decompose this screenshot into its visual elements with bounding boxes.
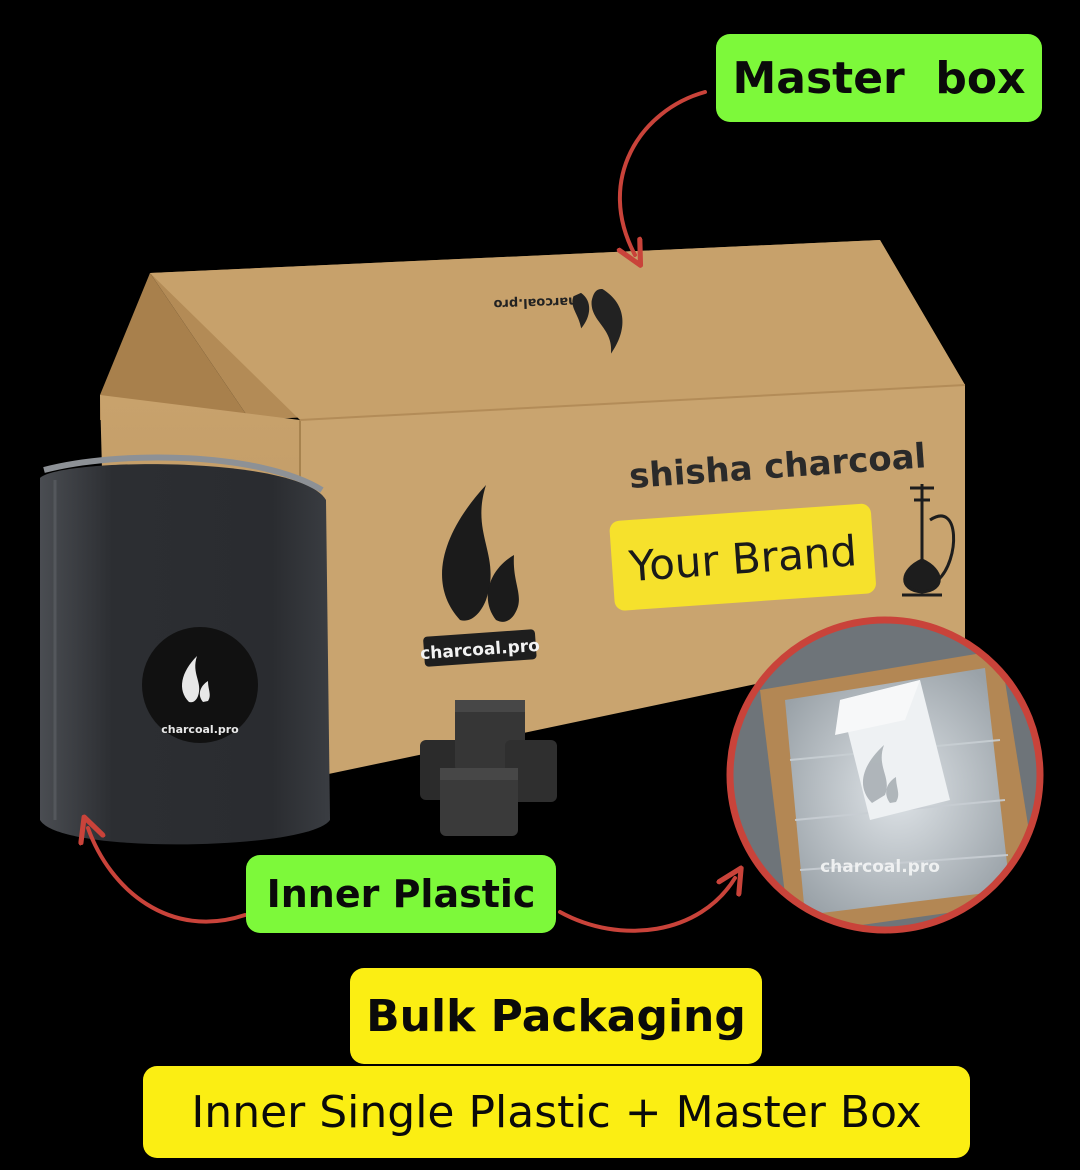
master-box-label-text: Master box (732, 52, 1026, 104)
curved-arrow-icon (620, 90, 707, 255)
charcoal-cubes (420, 700, 557, 836)
hookah-icon (902, 484, 955, 597)
bulk-packaging-subtitle: Inner Single Plastic + Master Box (143, 1066, 970, 1158)
curved-arrow-icon (558, 878, 735, 933)
pack-flame-logo-icon (182, 656, 210, 703)
pack-sticker (142, 627, 258, 743)
curved-arrow-icon (88, 828, 247, 924)
bulk-packaging-title-text: Bulk Packaging (366, 990, 746, 1042)
inner-plastic-label-text: Inner Plastic (266, 872, 536, 916)
brand-badge (609, 503, 876, 611)
box-top-flap-front (150, 240, 965, 420)
bulk-packaging-subtitle-text: Inner Single Plastic + Master Box (191, 1086, 922, 1138)
inset-logo-text: charcoal.pro (820, 857, 940, 877)
inset-photo: charcoal.pro (726, 616, 1044, 934)
master-box-label: Master box (716, 34, 1042, 122)
box-flame-logo-icon (442, 485, 519, 622)
inner-plastic-pack: charcoal.pro (40, 454, 330, 845)
pack-sticker-text: charcoal.pro (161, 723, 239, 736)
box-left-flap (100, 273, 250, 420)
inset-border (726, 616, 1044, 934)
inner-plastic-label: Inner Plastic (246, 855, 556, 933)
lid-flame-logo-icon (572, 288, 623, 354)
bulk-packaging-title: Bulk Packaging (350, 968, 762, 1064)
lid-logo-text: charcoal.pro (493, 293, 585, 311)
